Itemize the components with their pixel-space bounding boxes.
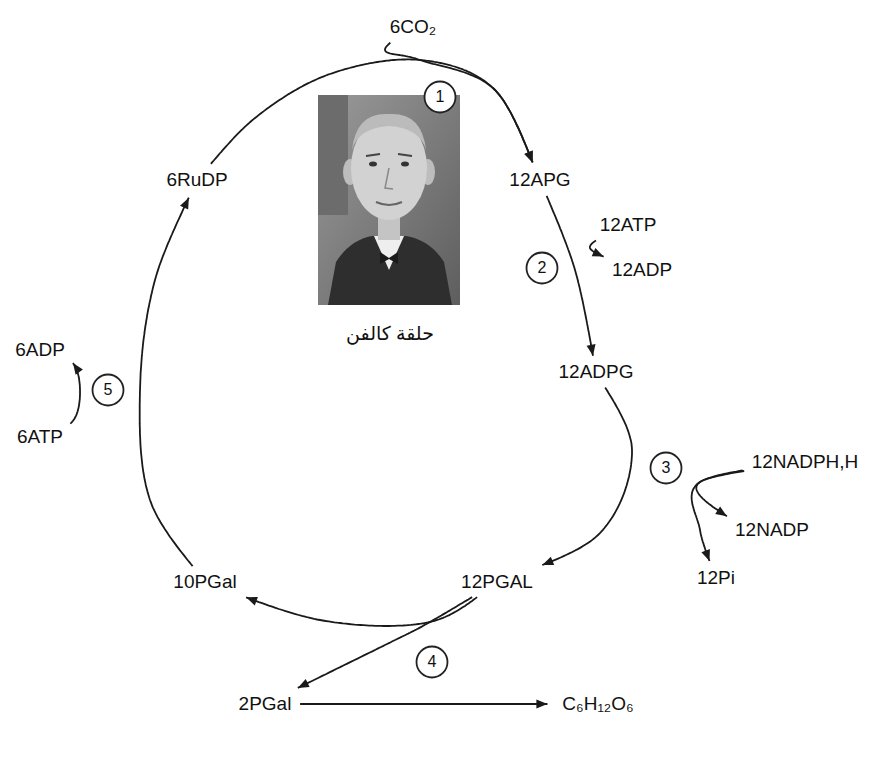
compound-label: 6ATP (13, 425, 67, 449)
arrow-head (73, 363, 83, 375)
arrow-line (298, 597, 472, 688)
reaction-arrow (140, 198, 193, 566)
reaction-arrow (298, 597, 472, 688)
compound-name: C₆H₁₂O₆ (562, 693, 633, 714)
compound-label: 10PGal (169, 570, 240, 594)
compound-name: 12NADP (735, 519, 809, 540)
step-circle: 1 (423, 80, 457, 114)
step-circle: 3 (649, 451, 683, 485)
step-number: 4 (428, 651, 437, 673)
arrow-head (701, 549, 710, 561)
compound-label: 6CO₂ (386, 15, 440, 39)
compound-label: 12NADP (731, 518, 813, 542)
step-number: 3 (662, 457, 671, 479)
step-circle: 2 (525, 251, 559, 285)
step-number: 5 (104, 379, 113, 401)
arrow-line (211, 59, 533, 163)
compound-name: 2PGal (239, 693, 292, 714)
compound-name: 6ATP (17, 426, 63, 447)
compound-name: 12NADPH,H (752, 451, 859, 472)
arrow-line (542, 388, 632, 565)
reaction-arrow (246, 597, 477, 626)
compound-label: 12PGAL (457, 570, 537, 594)
arrow-head (524, 151, 532, 163)
compound-label: 12ADP (608, 258, 676, 282)
compound-label: 6ADP (11, 338, 69, 362)
arrow-line (140, 198, 193, 566)
compound-name: 6CO₂ (390, 16, 436, 37)
compound-label: C₆H₁₂O₆ (558, 692, 637, 716)
reaction-arrow (542, 388, 632, 565)
arrow-head (587, 344, 596, 356)
compound-name: 6RuDP (166, 169, 227, 190)
arrow-head (542, 557, 554, 565)
figure-caption: حلقة كالفن (346, 323, 434, 345)
arrow-head (715, 507, 727, 517)
arrow-head (180, 198, 189, 210)
compound-name: 12APG (509, 169, 570, 190)
compound-label: 12APG (505, 168, 574, 192)
reaction-arrow (692, 471, 743, 562)
step-number: 2 (538, 257, 547, 279)
reaction-arrow (385, 43, 533, 163)
arrow-line (590, 240, 604, 256)
reaction-arrow (70, 363, 83, 424)
compound-label: 12ADPG (555, 360, 638, 384)
compound-label: 2PGal (235, 692, 296, 716)
compound-name: 12Pi (697, 567, 735, 588)
compound-name: 10PGal (173, 571, 236, 592)
arrow-head (592, 248, 604, 257)
arrow-line (692, 471, 743, 562)
reaction-arrow (300, 700, 547, 709)
compound-name: 12PGAL (461, 571, 533, 592)
arrow-line (696, 471, 744, 516)
reaction-arrow (696, 471, 744, 516)
compound-label: 12ATP (596, 213, 661, 237)
compound-label: 6RuDP (162, 168, 231, 192)
step-circle: 4 (415, 645, 449, 679)
arrow-head (536, 700, 547, 709)
compound-name: 12ADPG (559, 361, 634, 382)
compound-label: 12Pi (693, 566, 739, 590)
arrow-head (298, 679, 310, 688)
reaction-arrow (211, 59, 533, 163)
step-circle: 5 (91, 373, 125, 407)
arrow-line (246, 597, 477, 626)
compound-name: 12ADP (612, 259, 672, 280)
compound-label: 12NADPH,H (748, 450, 863, 474)
reaction-arrow (590, 240, 604, 256)
arrow-line (300, 703, 547, 705)
arrow-head (246, 597, 258, 606)
arrow-line (385, 43, 533, 163)
arrow-head (524, 151, 532, 163)
compound-name: 12ATP (600, 214, 657, 235)
step-number: 1 (436, 86, 445, 108)
compound-name: 6ADP (15, 339, 65, 360)
